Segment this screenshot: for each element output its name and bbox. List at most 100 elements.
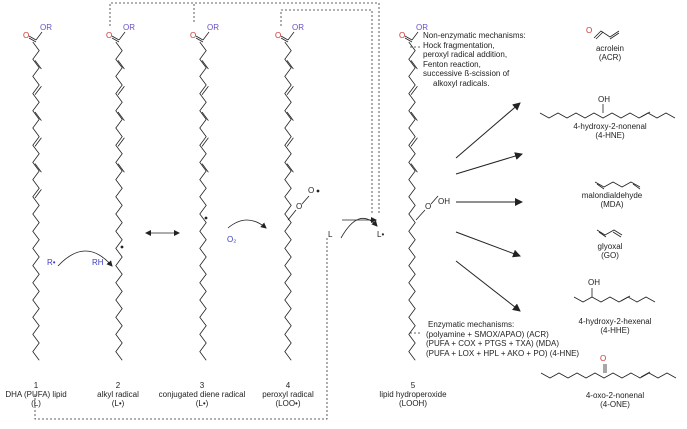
glyoxal-abbr: (GO) [601, 251, 619, 260]
ester-or-group: OR [416, 23, 428, 32]
ester-or-group: OR [123, 23, 135, 32]
ester-carbonyl-oxygen: O [190, 31, 196, 40]
glyoxal-label: glyoxal (GO) [570, 242, 650, 260]
arrow-to-glyoxal [455, 231, 521, 258]
4hhe-name: 4-hydroxy-2-hexenal [578, 317, 652, 326]
molecule-2-chain: O OR [106, 23, 135, 361]
mda-abbr: (MDA) [600, 200, 624, 209]
arrow-to-4hne [455, 152, 523, 175]
reactant-radical-label: R• [47, 258, 56, 267]
non-enzymatic-line: Fenton reaction, [423, 59, 481, 69]
peroxyl-oxygen-2: O [308, 186, 314, 195]
hydroperoxide-hydroxyl: OH [438, 197, 450, 206]
4hne-abbr: (4-HNE) [595, 131, 625, 140]
oxygen-label: O₂ [227, 235, 236, 244]
molecule-4-chain: O OR [275, 23, 304, 361]
acrolein-name: acrolein [595, 44, 624, 53]
peroxyl-oxygen-1: O [296, 202, 302, 211]
enzymatic-line: (polyamine + SMOX/APAO) (ACR) [426, 329, 549, 339]
molecule-5-chain: O OR [399, 23, 428, 361]
enzymatic-title: Enzymatic mechanisms: [428, 320, 515, 329]
ester-carbonyl-oxygen: O [275, 31, 281, 40]
lipid-radical-out-label: L• [377, 230, 384, 239]
non-enzymatic-line: alkoxyl radicals. [433, 78, 490, 88]
molecule-5-name: lipid hydroperoxide [379, 390, 447, 399]
hydroperoxide-bond-1 [415, 209, 426, 221]
propagation-arrow [340, 217, 378, 239]
molecule-4-number: 4 [285, 381, 291, 390]
acrolein-oxygen: O [586, 26, 592, 35]
4one-oxygen: O [600, 354, 606, 363]
mda-name: malondialdehyde [581, 191, 643, 200]
ester-or-group: OR [292, 23, 304, 32]
molecule-1-number: 1 [33, 381, 39, 390]
hydroperoxide-oxygen: O [425, 202, 431, 211]
non-enzymatic-line: successive ß-scission of [423, 69, 510, 78]
peroxyl-bond-1 [287, 209, 297, 221]
acrolein-label: acrolein (ACR) [570, 44, 650, 62]
acrolein-structure [593, 30, 620, 40]
alkyl-radical-dot [120, 245, 124, 249]
enzymatic-line: (PUFA + LOX + HPL + AKO + PO) (4-HNE) [426, 348, 580, 358]
non-enzymatic-line: Hock fragmentation, [423, 40, 495, 50]
acrolein-abbr: (ACR) [598, 53, 622, 62]
diene-radical-dot [204, 216, 208, 220]
glyoxal-name: glyoxal [597, 242, 623, 251]
4hhe-structure [573, 288, 656, 303]
molecule-1-chain: O OR [23, 23, 52, 361]
molecule-2-number: 2 [115, 381, 121, 390]
4hne-hydroxyl: OH [598, 95, 610, 104]
non-enzymatic-line: peroxyl radical addition, [423, 50, 508, 59]
molecule-5-number: 5 [410, 381, 416, 390]
4hhe-hydroxyl: OH [588, 278, 600, 287]
hydrogen-abstraction-arrow [57, 250, 113, 267]
4one-abbr: (4-ONE) [600, 400, 630, 409]
mda-label: malondialdehyde (MDA) [567, 191, 657, 209]
enzymatic-line: (PUFA + COX + PTGS + TXA) (MDA) [426, 339, 559, 348]
4hne-structure [539, 104, 676, 119]
peroxyl-bond-2 [301, 195, 310, 205]
molecule-1-label: 1 DHA (PUFA) lipid (L) [0, 381, 76, 408]
peroxyl-radical-dot [316, 189, 320, 193]
radical-recycling-bottom [34, 238, 328, 420]
radical-recycling-top [109, 2, 380, 214]
4one-label: 4-oxo-2-nonenal (4-ONE) [565, 391, 665, 409]
molecule-4-name: peroxyl radical [262, 390, 314, 399]
molecule-4-label: 4 peroxyl radical (LOO•) [248, 381, 328, 408]
mda-structure [594, 181, 641, 190]
lipid-in-label: L [328, 230, 333, 239]
non-enzymatic-note: Non-enzymatic mechanisms: Hock fragmenta… [423, 31, 526, 88]
non-enzymatic-title: Non-enzymatic mechanisms: [423, 31, 526, 40]
molecule-2-label: 2 alkyl radical (L•) [78, 381, 158, 408]
arrow-to-4hhe [455, 260, 521, 312]
product-rh-label: RH [92, 258, 104, 267]
molecule-5-symbol: (LOOH) [399, 399, 427, 408]
4hhe-abbr: (4-HHE) [600, 326, 630, 335]
ester-carbonyl-oxygen: O [106, 31, 112, 40]
molecule-4-symbol: (LOO•) [275, 399, 301, 408]
arrow-to-acrolein [455, 102, 521, 159]
molecule-3-label: 3 conjugated diene radical (L•) [147, 381, 257, 408]
4hhe-label: 4-hydroxy-2-hexenal (4-HHE) [565, 317, 665, 335]
ester-carbonyl-oxygen: O [399, 31, 405, 40]
4hne-name: 4-hydroxy-2-nonenal [573, 122, 647, 131]
ester-carbonyl-oxygen: O [23, 31, 29, 40]
molecule-5-label: 5 lipid hydroperoxide (LOOH) [368, 381, 458, 408]
molecule-3-name: conjugated diene radical [158, 390, 246, 399]
molecule-2-symbol: (L•) [111, 399, 125, 408]
molecule-2-name: alkyl radical [97, 390, 139, 399]
ester-or-group: OR [40, 23, 52, 32]
molecule-3-number: 3 [199, 381, 205, 390]
glyoxal-structure [596, 229, 623, 238]
4one-structure [540, 364, 677, 379]
enzymatic-note: Enzymatic mechanisms: (polyamine + SMOX/… [426, 320, 579, 358]
hydroperoxide-bond-2 [430, 195, 439, 205]
ester-or-group: OR [207, 23, 219, 32]
molecule-3-symbol: (L•) [195, 399, 209, 408]
molecule-3-chain: O OR [190, 23, 219, 361]
4hne-label: 4-hydroxy-2-nonenal (4-HNE) [560, 122, 660, 140]
4one-name: 4-oxo-2-nonenal [585, 391, 645, 400]
oxygen-addition-arrow [227, 219, 267, 229]
molecule-1-name: DHA (PUFA) lipid [5, 390, 67, 399]
